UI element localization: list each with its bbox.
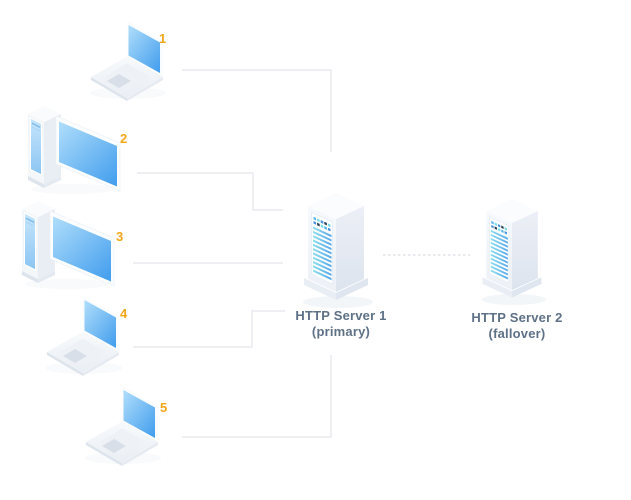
http-server-2 [477,198,547,307]
client-3: 3 [19,197,123,289]
http-server-2-label: HTTP Server 2 (fallover) [442,310,592,341]
http-server-1 [298,192,374,310]
desktop-icon [28,106,121,194]
client-4-number: 4 [120,306,128,321]
laptop-icon [46,296,122,376]
http-server-1-label: HTTP Server 1 (primary) [266,308,416,339]
server-icon [481,199,547,305]
client-5: 5 [75,382,175,466]
http-server-1-role: (primary) [311,323,371,339]
client-5-number: 5 [160,400,168,415]
laptop-icon [90,21,166,101]
connection-client1-server1 [182,69,332,152]
http-server-2-name: HTTP Server 2 [471,310,563,325]
server-icon [303,193,373,308]
http-server-1-name: HTTP Server 1 [295,308,387,323]
connection-client5-server1 [182,355,332,438]
client-1-number: 1 [159,31,167,46]
client-2: 2 [25,102,128,194]
desktop-icon [22,201,115,289]
client-3-number: 3 [116,229,124,244]
connection-client2-server1 [137,172,283,211]
client-1: 1 [80,17,180,101]
http-server-2-role: (fallover) [488,325,546,341]
client-4: 4 [36,292,136,376]
laptop-icon [85,386,161,466]
connection-client4-server1 [133,310,285,348]
client-2-number: 2 [120,131,128,146]
